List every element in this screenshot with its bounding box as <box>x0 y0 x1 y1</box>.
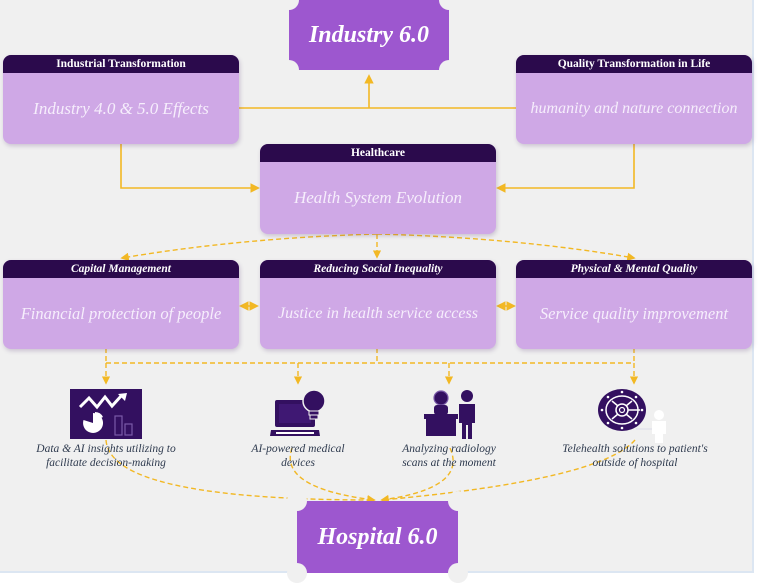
analytics-dashboard-icon <box>70 389 142 439</box>
solution-caption-data-ai: Data & AI insights utilizing to facilita… <box>36 443 176 469</box>
card-body: Financial protection of people <box>20 303 222 323</box>
card-body: Service quality improvement <box>539 303 729 323</box>
solution-caption-telehealth: Telehealth solutions to patient's outsid… <box>562 443 708 469</box>
card-header: Capital Management <box>3 260 239 278</box>
card-capital-management: Capital Management Financial protection … <box>3 260 239 349</box>
card-header: Healthcare <box>260 144 496 162</box>
hospital-6-badge: Hospital 6.0 <box>287 491 468 583</box>
card-healthcare: Healthcare Health System Evolution <box>260 144 496 234</box>
card-reducing-social-inequality: Reducing Social Inequality Justice in he… <box>260 260 496 349</box>
card-header: Physical & Mental Quality <box>516 260 752 278</box>
reception-desk-icon <box>424 390 475 439</box>
hospital-6-label: Hospital 6.0 <box>317 523 438 550</box>
industry-6-label: Industry 6.0 <box>308 21 430 48</box>
card-header: Industrial Transformation <box>3 55 239 73</box>
card-header: Reducing Social Inequality <box>260 260 496 278</box>
card-body: Justice in health service access <box>278 304 478 322</box>
card-body: Health System Evolution <box>293 188 463 207</box>
card-industrial-transformation: Industrial Transformation Industry 4.0 &… <box>3 55 239 144</box>
card-body: Industry 4.0 & 5.0 Effects <box>33 98 209 118</box>
solution-caption-ai-devices: AI-powered medical devices <box>251 443 345 469</box>
card-physical-mental-quality: Physical & Mental Quality Service qualit… <box>516 260 752 349</box>
industry-6-badge: Industry 6.0 <box>279 0 459 80</box>
card-body: humanity and nature connection <box>530 99 738 117</box>
telehealth-device-icon <box>598 389 666 443</box>
laptop-lightbulb-icon <box>270 389 326 436</box>
solution-caption-radiology: Analyzing radiology scans at the moment <box>402 443 496 469</box>
card-header: Quality Transformation in Life <box>516 55 752 73</box>
card-quality-transformation: Quality Transformation in Life humanity … <box>516 55 752 144</box>
